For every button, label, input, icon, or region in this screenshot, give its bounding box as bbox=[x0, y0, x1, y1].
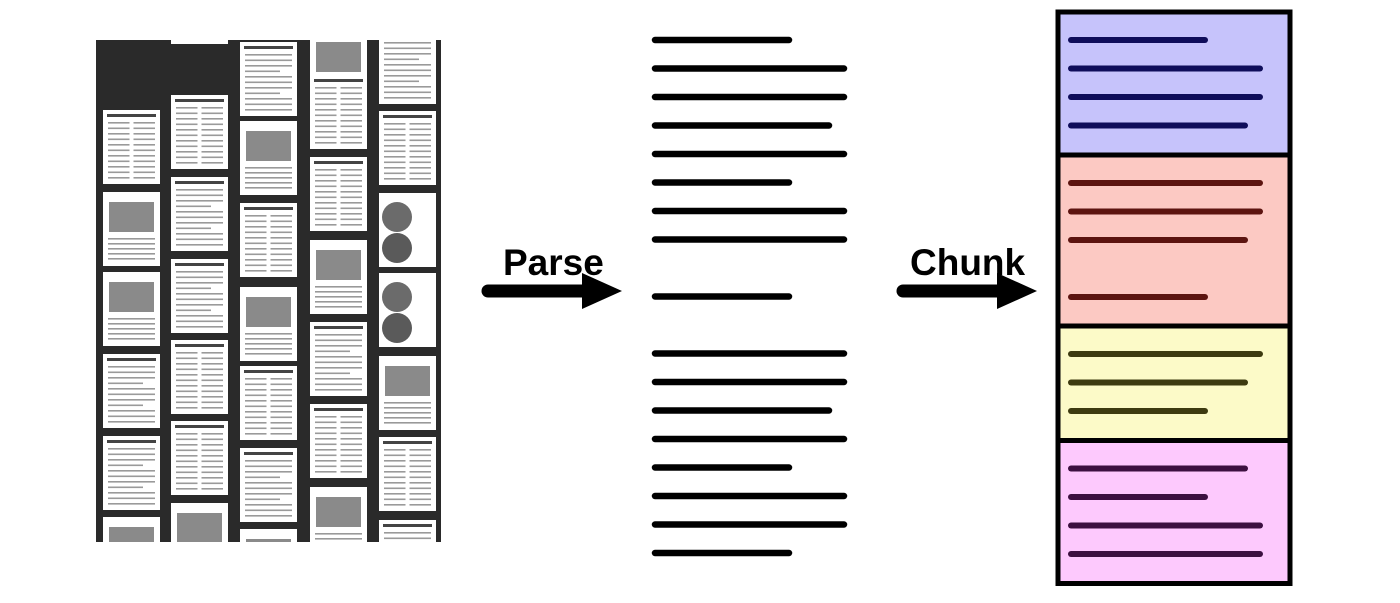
chunk-stack bbox=[1058, 12, 1290, 584]
page-thumbnail bbox=[310, 75, 367, 149]
page-thumbnail bbox=[310, 240, 367, 314]
page-thumbnail bbox=[310, 157, 367, 231]
page-thumbnail bbox=[103, 354, 160, 428]
page-thumbnail bbox=[103, 192, 160, 266]
page-thumbnail bbox=[240, 529, 297, 598]
page-thumbnail bbox=[103, 436, 160, 510]
page-thumbnail bbox=[103, 272, 160, 346]
page-thumbnail bbox=[310, 487, 367, 561]
page-thumbnail bbox=[240, 203, 297, 277]
page-thumbnail bbox=[171, 503, 228, 577]
chunk-2 bbox=[1058, 155, 1290, 326]
page-thumbnail bbox=[171, 259, 228, 333]
page-thumbnail bbox=[379, 273, 436, 347]
page-thumbnail bbox=[240, 366, 297, 440]
page-thumbnail bbox=[103, 0, 160, 29]
chunk-box bbox=[1058, 441, 1290, 584]
page-thumbnail bbox=[379, 111, 436, 185]
page-thumbnail bbox=[240, 287, 297, 361]
page-thumbnail bbox=[171, 95, 228, 169]
page-thumbnail bbox=[379, 520, 436, 594]
document-pages-collage bbox=[96, 0, 441, 598]
page-thumbnail bbox=[103, 517, 160, 591]
page-thumbnail bbox=[240, 42, 297, 116]
page-thumbnail bbox=[171, 177, 228, 251]
page-thumbnail bbox=[240, 121, 297, 195]
page-thumbnail bbox=[171, 340, 228, 414]
chunk-label: Chunk bbox=[910, 244, 1025, 281]
chunk-1 bbox=[1058, 12, 1290, 155]
parse-label: Parse bbox=[503, 244, 604, 281]
page-thumbnail bbox=[310, 322, 367, 396]
page-thumbnail bbox=[379, 30, 436, 104]
chunk-4 bbox=[1058, 441, 1290, 584]
page-thumbnail bbox=[310, 404, 367, 478]
chunk-box bbox=[1058, 12, 1290, 155]
page-thumbnail bbox=[240, 448, 297, 522]
page-thumbnail bbox=[379, 437, 436, 511]
chunk-3 bbox=[1058, 326, 1290, 441]
page-thumbnail bbox=[171, 0, 228, 44]
page-thumbnail bbox=[171, 421, 228, 495]
page-thumbnail bbox=[103, 110, 160, 184]
page-thumbnail bbox=[379, 193, 436, 267]
parsed-text-lines bbox=[655, 40, 844, 553]
page-thumbnail bbox=[379, 356, 436, 430]
